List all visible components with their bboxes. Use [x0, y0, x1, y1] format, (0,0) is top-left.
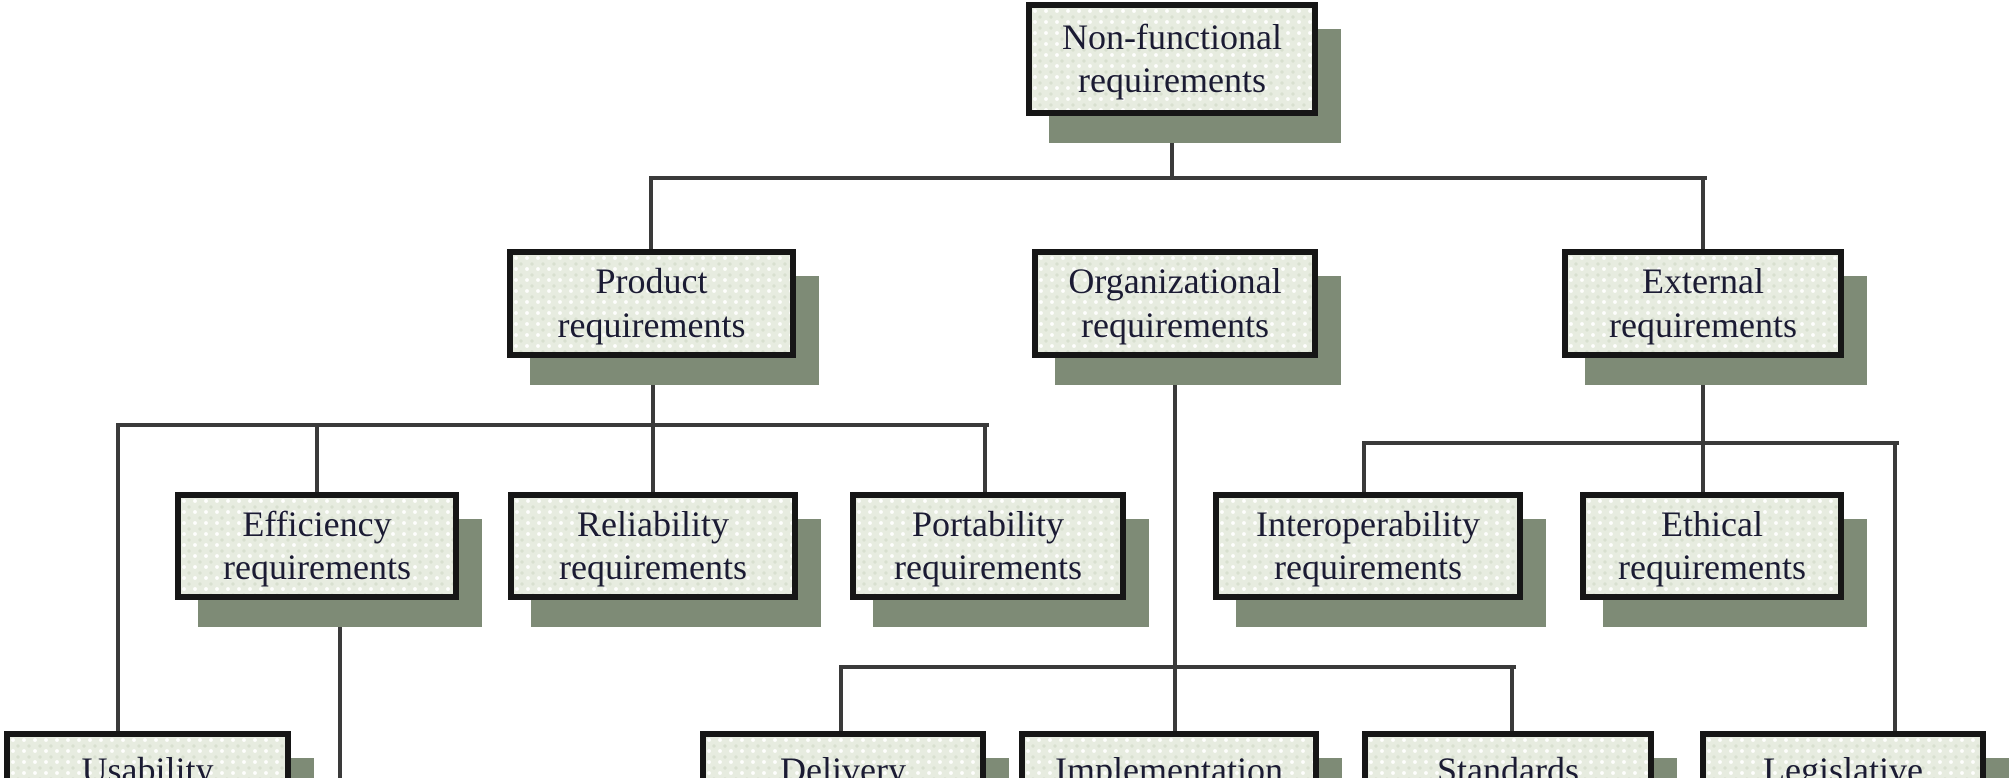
connector-line [1701, 352, 1705, 498]
node-usability: Usability [4, 731, 291, 778]
node-label: Product requirements [557, 261, 746, 345]
connector-line [1701, 176, 1705, 256]
connector-line [315, 423, 319, 498]
node-label: Portability requirements [894, 503, 1082, 587]
node-label: Legislative [1763, 750, 1923, 778]
connector-line [983, 423, 987, 498]
node-non-functional-requirements: Non-functional requirements [1026, 2, 1318, 116]
node-label: Delivery [780, 750, 906, 778]
node-label: Interoperability requirements [1256, 503, 1480, 587]
node-label: Ethical requirements [1618, 503, 1806, 587]
connector-line [839, 665, 1516, 669]
node-label: External requirements [1609, 261, 1797, 345]
node-implementation: Implementation [1019, 731, 1319, 778]
node-reliability-requirements: Reliability requirements [508, 492, 798, 600]
node-interoperability-requirements: Interoperability requirements [1213, 492, 1523, 600]
node-label: Efficiency requirements [223, 503, 411, 587]
node-delivery: Delivery [700, 731, 986, 778]
connector-line [649, 176, 1707, 180]
node-label: Organizational requirements [1068, 261, 1282, 345]
connector-line [1170, 110, 1174, 180]
connector-line [116, 423, 120, 738]
node-organizational-requirements: Organizational requirements [1032, 249, 1318, 358]
node-label: Usability [81, 750, 214, 778]
node-legislative: Legislative [1700, 731, 1986, 778]
connector-line [649, 176, 653, 256]
node-ethical-requirements: Ethical requirements [1580, 492, 1844, 600]
node-portability-requirements: Portability requirements [850, 492, 1126, 600]
node-label: Non-functional requirements [1062, 16, 1282, 100]
node-label: Standards [1437, 750, 1579, 778]
connector-line [1893, 441, 1897, 738]
connector-line [1173, 352, 1177, 738]
connector-line [1362, 441, 1366, 498]
connector-line [1362, 441, 1899, 445]
connector-line [839, 665, 843, 738]
node-efficiency-requirements: Efficiency requirements [175, 492, 459, 600]
connector-line [1510, 665, 1514, 738]
node-label: Implementation [1055, 750, 1283, 778]
node-standards: Standards [1362, 731, 1654, 778]
node-external-requirements: External requirements [1562, 249, 1844, 358]
connector-line [116, 423, 989, 427]
connector-line [338, 594, 342, 778]
node-product-requirements: Product requirements [507, 249, 796, 358]
node-label: Reliability requirements [559, 503, 747, 587]
